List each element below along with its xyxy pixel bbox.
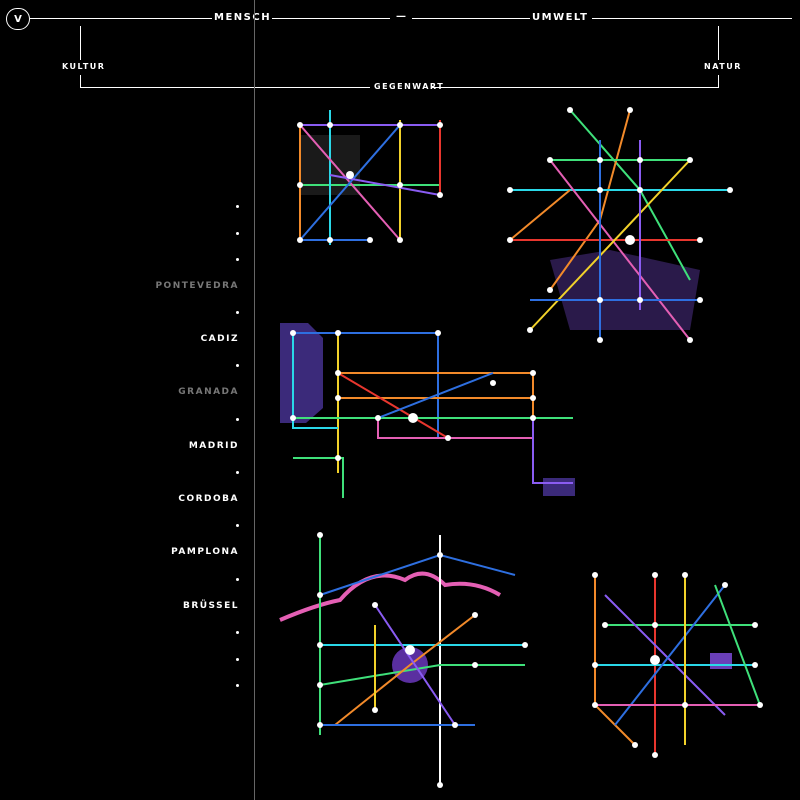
header-rule-left xyxy=(30,18,212,19)
timeline-dot xyxy=(236,258,239,261)
city-pontevedra[interactable]: PONTEVEDRA xyxy=(155,281,239,291)
kultur-bracket-top xyxy=(80,26,81,60)
timeline-dot xyxy=(236,471,239,474)
bracket-base-left xyxy=(80,87,370,88)
header-rule-mid-left xyxy=(272,18,390,19)
timeline-dot xyxy=(236,658,239,661)
city-madrid[interactable]: MADRID xyxy=(188,441,239,451)
kultur-bracket-bottom xyxy=(80,75,81,87)
bracket-base-right xyxy=(432,87,719,88)
header-rule-right xyxy=(592,18,792,19)
pamplona-metro-map[interactable] xyxy=(275,525,545,795)
natur-bracket-top xyxy=(718,26,719,60)
timeline-dot xyxy=(236,232,239,235)
pontevedra-metro-map[interactable] xyxy=(270,95,450,255)
timeline-axis xyxy=(254,0,255,800)
timeline-dot xyxy=(236,205,239,208)
city-granada[interactable]: GRANADA xyxy=(178,387,239,397)
timeline-dot xyxy=(236,631,239,634)
version-badge[interactable]: V xyxy=(6,8,30,30)
mensch-title[interactable]: MENSCH xyxy=(214,12,272,23)
gegenwart-label[interactable]: GEGENWART xyxy=(374,82,445,91)
brussel-metro-map[interactable] xyxy=(575,565,775,765)
city-pamplona[interactable]: PAMPLONA xyxy=(171,547,239,557)
timeline-dot xyxy=(236,684,239,687)
header-separator: — xyxy=(396,11,408,22)
city-brussel[interactable]: BRÜSSEL xyxy=(182,601,239,611)
city-cadiz[interactable]: CADIZ xyxy=(200,334,239,344)
natur-bracket-bottom xyxy=(718,75,719,87)
timeline-dot xyxy=(236,311,239,314)
timeline-dot xyxy=(236,418,239,421)
timeline-dot xyxy=(236,364,239,367)
timeline-dot xyxy=(236,524,239,527)
natur-label[interactable]: NATUR xyxy=(704,62,742,71)
kultur-label[interactable]: KULTUR xyxy=(62,62,106,71)
umwelt-title[interactable]: UMWELT xyxy=(532,12,589,23)
timeline-dot xyxy=(236,578,239,581)
city-cordoba[interactable]: CORDOBA xyxy=(178,494,239,504)
madrid-metro-map[interactable] xyxy=(268,318,578,500)
header-rule-mid-right xyxy=(412,18,530,19)
granada-metro-map[interactable] xyxy=(490,100,750,350)
